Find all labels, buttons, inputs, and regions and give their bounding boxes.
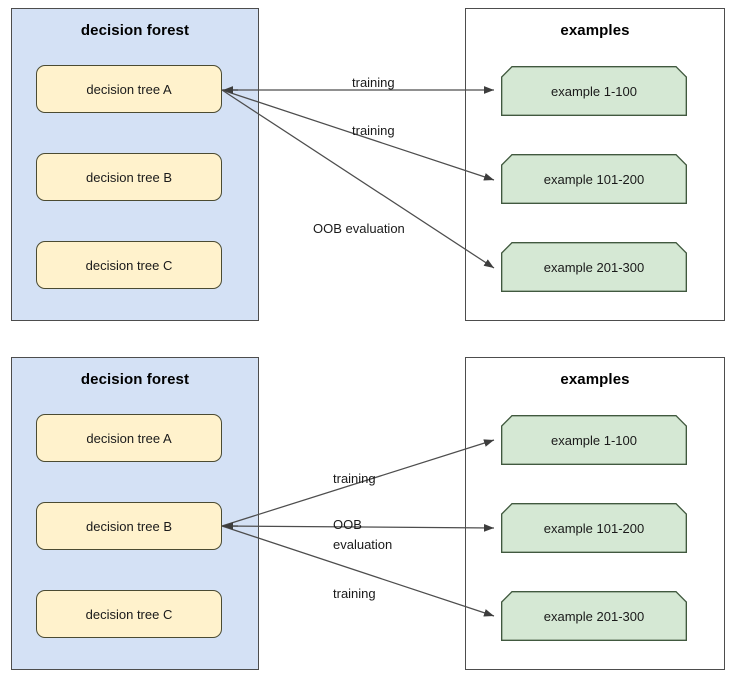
example-101-200-box[interactable]: example 101-200 — [501, 154, 687, 204]
decision-tree-a-label: decision tree A — [86, 430, 172, 446]
edge-tree-a-to-example-201-300 — [221, 89, 495, 269]
decision-tree-b-label: decision tree B — [86, 518, 172, 534]
decision-tree-c-label: decision tree C — [85, 606, 173, 622]
example-201-300-label: example 201-300 — [543, 259, 645, 275]
example-201-300-label: example 201-300 — [543, 608, 645, 624]
edge-label-training-2: training — [333, 586, 376, 601]
example-1-100-label: example 1-100 — [551, 432, 637, 448]
edge-label-oob-evaluation: OOB evaluation — [313, 221, 405, 236]
example-101-200-box[interactable]: example 101-200 — [501, 503, 687, 553]
decision-tree-c-box[interactable]: decision tree C — [36, 590, 222, 638]
decision-tree-c-box[interactable]: decision tree C — [36, 241, 222, 289]
decision-forest-title: decision forest — [80, 22, 190, 39]
example-1-100-label: example 1-100 — [551, 83, 637, 99]
diagram-bottom: decision forest decision tree A decision… — [0, 343, 737, 686]
example-101-200-label: example 101-200 — [543, 171, 645, 187]
decision-tree-c-label: decision tree C — [85, 257, 173, 273]
example-101-200-label: example 101-200 — [543, 520, 645, 536]
decision-tree-b-box[interactable]: decision tree B — [36, 153, 222, 201]
decision-forest-title: decision forest — [80, 371, 190, 388]
edge-label-training-1: training — [333, 471, 376, 486]
example-201-300-box[interactable]: example 201-300 — [501, 242, 687, 292]
edge-label-training-1: training — [352, 75, 395, 90]
decision-tree-a-label: decision tree A — [86, 81, 172, 97]
decision-tree-a-box[interactable]: decision tree A — [36, 414, 222, 462]
example-1-100-box[interactable]: example 1-100 — [501, 415, 687, 465]
decision-tree-a-box[interactable]: decision tree A — [36, 65, 222, 113]
decision-tree-b-label: decision tree B — [86, 169, 172, 185]
edge-label-oob: OOB — [333, 517, 362, 532]
edge-label-evaluation: evaluation — [333, 537, 393, 552]
example-1-100-box[interactable]: example 1-100 — [501, 66, 687, 116]
example-201-300-box[interactable]: example 201-300 — [501, 591, 687, 641]
diagram-top: decision forest decision tree A decision… — [11, 8, 725, 321]
examples-title: examples — [560, 371, 630, 388]
examples-title: examples — [560, 22, 630, 39]
decision-tree-b-box[interactable]: decision tree B — [36, 502, 222, 550]
edge-label-training-2: training — [352, 123, 395, 138]
